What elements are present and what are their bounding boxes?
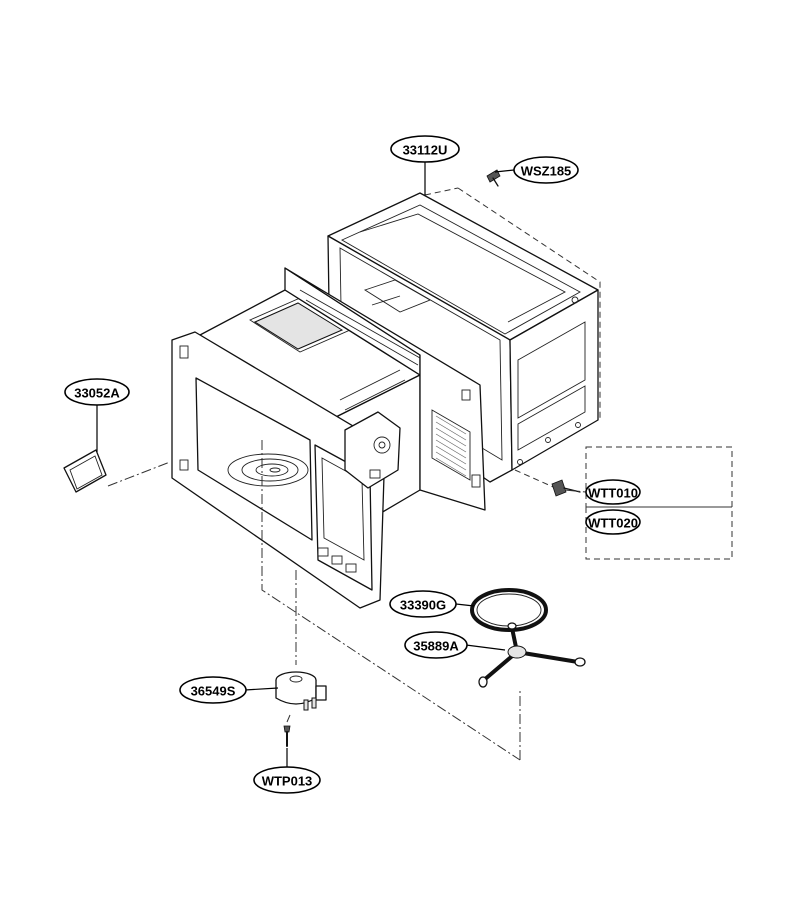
svg-text:33112U: 33112U — [403, 143, 448, 158]
part-label-33390G[interactable]: 33390G — [389, 590, 457, 618]
roller-ring — [470, 588, 548, 632]
turntable-motor — [275, 671, 327, 711]
turntable-coupler — [478, 622, 586, 688]
screw-wtp013 — [283, 725, 291, 747]
waveguide-cover — [63, 404, 171, 493]
svg-text:WTP013: WTP013 — [262, 774, 313, 789]
svg-text:33052A: 33052A — [74, 386, 120, 401]
part-label-35889A[interactable]: 35889A — [404, 631, 468, 659]
svg-text:WTT010: WTT010 — [588, 486, 638, 501]
part-label-WTT020[interactable]: WTT020 — [585, 509, 641, 535]
svg-text:33390G: 33390G — [400, 598, 446, 613]
svg-text:36549S: 36549S — [191, 684, 236, 699]
svg-text:WTT020: WTT020 — [588, 516, 638, 531]
assembly-guides — [261, 440, 587, 761]
vent-grill — [435, 415, 467, 477]
main-chassis — [171, 267, 486, 609]
part-label-WSZ185[interactable]: WSZ185 — [513, 156, 579, 184]
leader-lines — [244, 162, 515, 768]
part-label-33052A[interactable]: 33052A — [64, 378, 130, 406]
screw-wsz185 — [486, 169, 501, 187]
part-label-36549S[interactable]: 36549S — [179, 676, 247, 704]
part-label-33112U[interactable]: 33112U — [390, 135, 460, 163]
part-label-WTP013[interactable]: WTP013 — [253, 766, 321, 794]
svg-text:35889A: 35889A — [413, 639, 459, 654]
svg-text:WSZ185: WSZ185 — [521, 164, 572, 179]
part-label-WTT010[interactable]: WTT010 — [585, 479, 641, 505]
screw-group-box — [514, 446, 733, 560]
